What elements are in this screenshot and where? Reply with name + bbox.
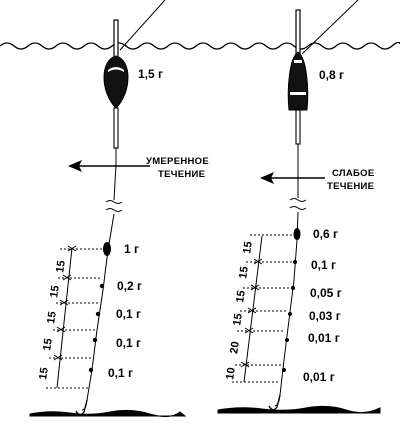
shot-weight-label: 0,05 г bbox=[310, 286, 342, 300]
water-surface bbox=[0, 41, 400, 50]
current-label-line2: ТЕЧЕНИЕ bbox=[327, 181, 374, 192]
shot bbox=[288, 312, 292, 316]
shot-weight-label: 0,2 г bbox=[117, 279, 142, 293]
float-antenna bbox=[295, 9, 301, 57]
float-stem bbox=[113, 107, 119, 149]
main-line bbox=[274, 165, 299, 407]
shot bbox=[285, 338, 289, 342]
spacing-label: 20 bbox=[228, 341, 242, 355]
shot bbox=[88, 367, 94, 373]
rig-weak-current: 0,8 г СЛАБОЕ ТЕЧЕНИЕ 0,6 г 0,1 г 0,05 г … bbox=[224, 0, 375, 411]
spacing-label: 15 bbox=[231, 313, 245, 327]
current-label-line2: ТЕЧЕНИЕ bbox=[158, 169, 205, 180]
current-arrow-head bbox=[68, 160, 82, 172]
hook bbox=[268, 394, 281, 411]
spacing-label: 15 bbox=[41, 338, 55, 352]
rig-moderate-current: 1,5 г УМЕРЕННОЕ ТЕЧЕНИЕ 1 г 0,2 г 0,1 г … bbox=[37, 0, 209, 416]
shot bbox=[282, 368, 286, 372]
line-break-mark bbox=[289, 198, 307, 210]
shot-weight-label: 0,01 г bbox=[308, 331, 340, 345]
shot-weight-label: 1 г bbox=[124, 242, 139, 256]
shot bbox=[92, 337, 98, 343]
current-label-line1: УМЕРЕННОЕ bbox=[146, 156, 209, 167]
shot-weight-label: 0,1 г bbox=[311, 258, 336, 272]
shot bbox=[99, 283, 105, 289]
rod-line bbox=[119, 0, 166, 51]
shot-main bbox=[103, 242, 111, 256]
spacing-label: 10 bbox=[224, 367, 238, 381]
shot-weight-label: 0,1 г bbox=[116, 336, 141, 350]
spacing-label: 15 bbox=[37, 367, 51, 381]
hook bbox=[75, 399, 88, 416]
river-bottom bbox=[217, 405, 381, 414]
shot-weight-label: 0,1 г bbox=[116, 307, 141, 321]
float-weight-label: 1,5 г bbox=[138, 67, 163, 81]
spacing-label: 15 bbox=[48, 285, 62, 299]
spacing-dimension bbox=[46, 245, 104, 389]
spacing-label: 15 bbox=[45, 311, 59, 325]
spacing-label: 15 bbox=[54, 260, 68, 274]
current-label-line1: СЛАБОЕ bbox=[332, 168, 375, 179]
spacing-label: 15 bbox=[237, 266, 251, 280]
current-arrow-head bbox=[260, 172, 274, 184]
float-stem bbox=[295, 109, 301, 145]
river-bottom bbox=[29, 409, 187, 418]
float-weight-label: 0,8 г bbox=[319, 68, 344, 82]
spacing-label: 15 bbox=[241, 241, 255, 255]
shot-weight-label: 0,6 г bbox=[313, 227, 338, 241]
rod-line bbox=[301, 0, 359, 55]
shot-main bbox=[293, 228, 301, 240]
shot-weight-label: 0,01 г bbox=[303, 370, 335, 384]
shot-weight-label: 0,03 г bbox=[309, 309, 341, 323]
float-body bbox=[103, 55, 129, 109]
spacing-dimension bbox=[232, 234, 294, 383]
shot bbox=[293, 260, 297, 264]
shot-weight-label: 0,1 г bbox=[108, 366, 133, 380]
float-antenna bbox=[113, 19, 119, 59]
shot bbox=[95, 311, 101, 317]
shot bbox=[291, 286, 295, 290]
line-break-mark bbox=[105, 200, 123, 212]
spacing-label: 15 bbox=[234, 290, 248, 304]
